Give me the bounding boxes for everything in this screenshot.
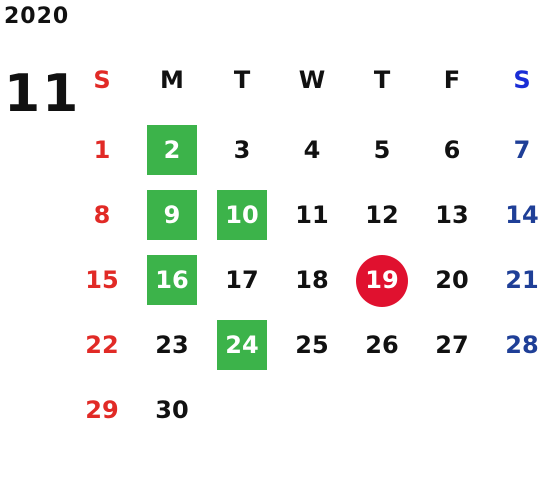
day-cell[interactable]: 23 — [140, 315, 204, 375]
weekday-tuesday: T — [233, 66, 251, 94]
year-label: 2020 — [4, 4, 70, 29]
day-number: 12 — [365, 201, 399, 229]
day-number: 25 — [295, 331, 329, 359]
day-cell-highlighted[interactable]: 2 — [140, 120, 204, 180]
day-cell[interactable]: 29 — [70, 380, 134, 440]
day-cell[interactable]: 17 — [210, 250, 274, 310]
day-number: 24 — [225, 331, 259, 359]
day-number: 8 — [93, 201, 111, 229]
day-cell[interactable]: 28 — [490, 315, 548, 375]
day-cell[interactable]: 30 — [140, 380, 204, 440]
day-cell[interactable]: 8 — [70, 185, 134, 245]
day-number: 20 — [435, 266, 469, 294]
weekday-wednesday: W — [298, 66, 326, 94]
day-number: 11 — [295, 201, 329, 229]
day-cell-highlighted[interactable]: 24 — [210, 315, 274, 375]
day-number: 10 — [225, 201, 259, 229]
day-number: 28 — [505, 331, 539, 359]
weekday-header: S M T W T F S — [70, 50, 548, 110]
day-cell[interactable]: 7 — [490, 120, 548, 180]
weekday-saturday: S — [513, 66, 531, 94]
day-number: 22 — [85, 331, 119, 359]
day-cell[interactable]: 26 — [350, 315, 414, 375]
weekday-monday: M — [160, 66, 184, 94]
day-number: 18 — [295, 266, 329, 294]
day-cell[interactable]: 20 — [420, 250, 484, 310]
day-cell[interactable]: 27 — [420, 315, 484, 375]
day-number: 21 — [505, 266, 539, 294]
day-cell[interactable]: 13 — [420, 185, 484, 245]
day-cell-highlighted[interactable]: 9 — [140, 185, 204, 245]
day-cell[interactable]: 12 — [350, 185, 414, 245]
day-cell-highlighted[interactable]: 16 — [140, 250, 204, 310]
weekday-thursday: T — [373, 66, 391, 94]
highlight-box — [217, 190, 267, 240]
day-cell-highlighted[interactable]: 10 — [210, 185, 274, 245]
day-cell[interactable]: 25 — [280, 315, 344, 375]
week-row: 15 16 17 18 19 20 21 — [70, 250, 548, 310]
day-number: 26 — [365, 331, 399, 359]
day-cell[interactable]: 21 — [490, 250, 548, 310]
day-number: 27 — [435, 331, 469, 359]
day-cell[interactable]: 18 — [280, 250, 344, 310]
day-number: 19 — [365, 266, 399, 294]
day-number: 1 — [93, 136, 111, 164]
month-label: 11 — [4, 64, 81, 124]
weekday-friday: F — [443, 66, 461, 94]
day-cell[interactable]: 6 — [420, 120, 484, 180]
day-cell[interactable]: 15 — [70, 250, 134, 310]
week-row: 22 23 24 25 26 27 28 — [70, 315, 548, 375]
week-row: 29 30 — [70, 380, 548, 440]
highlight-box — [147, 125, 197, 175]
day-number: 14 — [505, 201, 539, 229]
day-number: 13 — [435, 201, 469, 229]
day-number: 3 — [233, 136, 251, 164]
highlight-box — [217, 320, 267, 370]
week-row: 8 9 10 11 12 13 14 — [70, 185, 548, 245]
day-number: 2 — [163, 136, 181, 164]
week-row: 1 2 3 4 5 6 7 — [70, 120, 548, 180]
highlight-box — [147, 190, 197, 240]
day-cell[interactable]: 14 — [490, 185, 548, 245]
day-cell[interactable]: 4 — [280, 120, 344, 180]
day-cell[interactable]: 11 — [280, 185, 344, 245]
day-number: 7 — [513, 136, 531, 164]
day-number: 4 — [303, 136, 321, 164]
day-number: 29 — [85, 396, 119, 424]
day-cell[interactable]: 1 — [70, 120, 134, 180]
day-number: 23 — [155, 331, 189, 359]
day-cell[interactable]: 3 — [210, 120, 274, 180]
weekday-sunday: S — [93, 66, 111, 94]
day-cell-today[interactable]: 19 — [350, 250, 414, 310]
day-number: 17 — [225, 266, 259, 294]
day-number: 15 — [85, 266, 119, 294]
day-number: 5 — [373, 136, 391, 164]
today-circle — [356, 255, 408, 307]
day-cell[interactable]: 5 — [350, 120, 414, 180]
day-number: 9 — [163, 201, 181, 229]
highlight-box — [147, 255, 197, 305]
day-number: 16 — [155, 266, 189, 294]
day-cell[interactable]: 22 — [70, 315, 134, 375]
day-number: 6 — [443, 136, 461, 164]
day-number: 30 — [155, 396, 189, 424]
